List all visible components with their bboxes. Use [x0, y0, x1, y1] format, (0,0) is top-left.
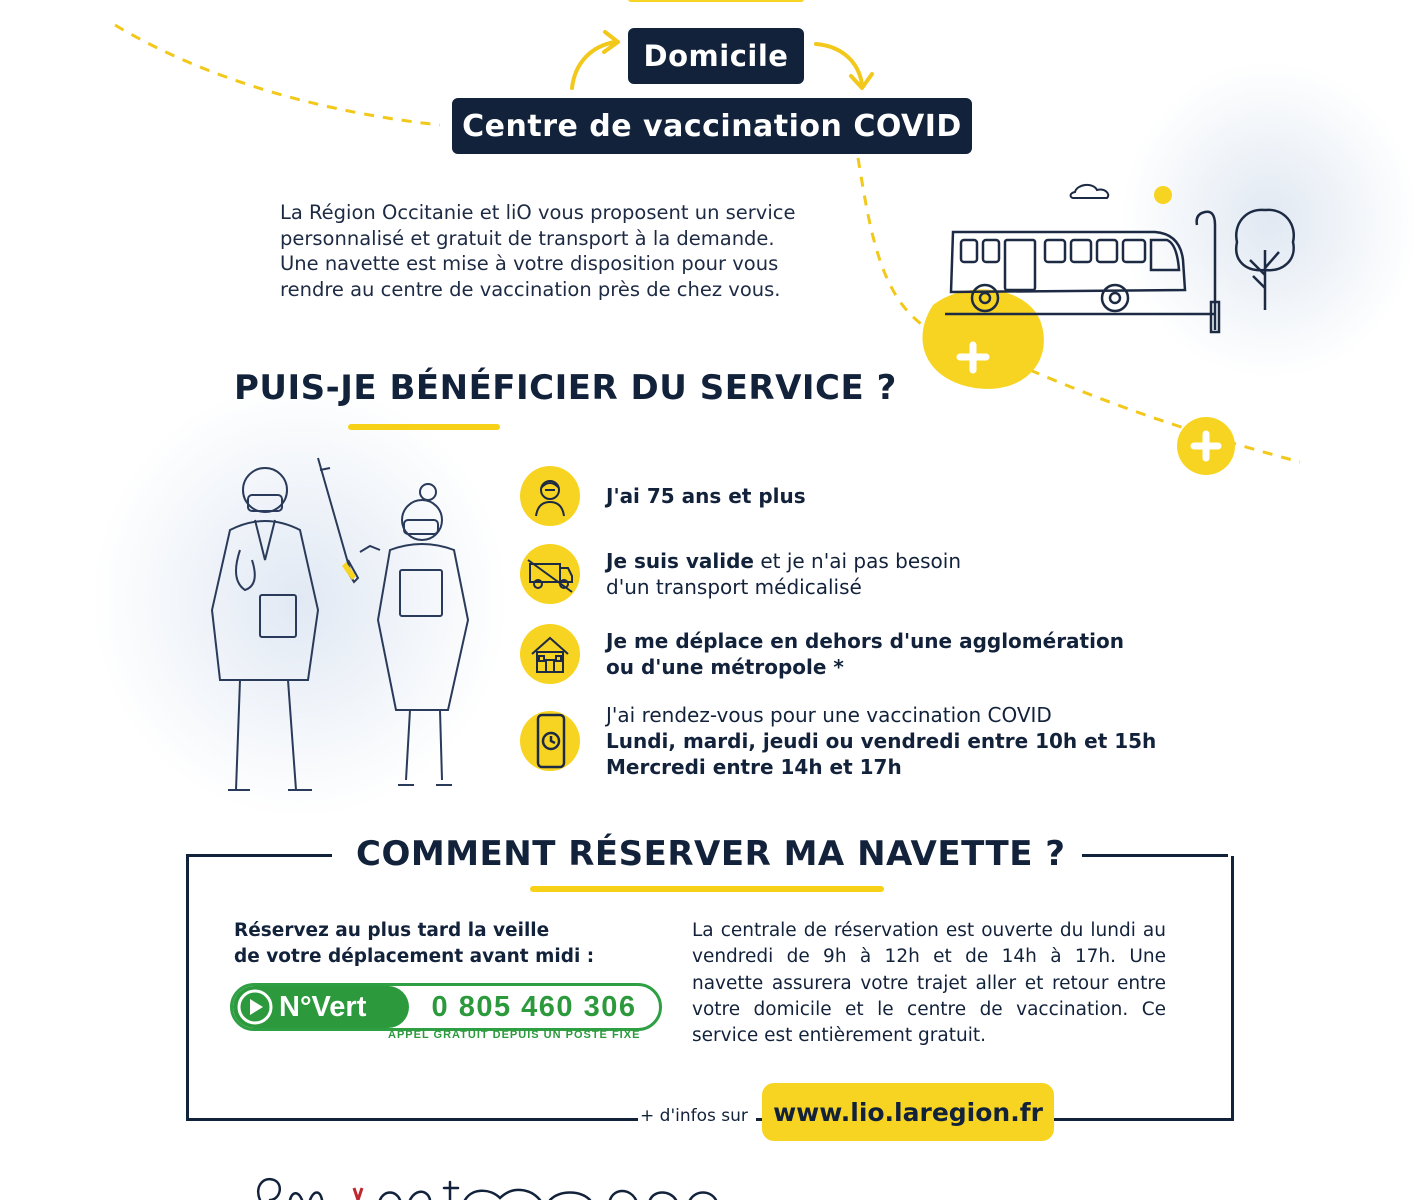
play-icon — [237, 989, 273, 1025]
ambulance-crossed-icon — [520, 544, 580, 604]
deadline-line: de votre déplacement avant midi : — [234, 946, 595, 967]
criterion-valid-rest: et je n'ai pas besoin — [753, 549, 962, 573]
criterion-days: Lundi, mardi, jeudi ou vendredi entre 10… — [606, 729, 1157, 753]
box-top-line — [1082, 854, 1228, 857]
booking-info: La centrale de réservation est ouverte d… — [692, 920, 1166, 1047]
phone-number-badge[interactable]: N°Vert 0 805 460 306 — [230, 983, 662, 1031]
title-underline — [348, 424, 500, 430]
criterion-row: J'ai 75 ans et plus — [520, 466, 1160, 526]
criterion-row: Je suis valide et je n'ai pas besoin d'u… — [520, 544, 1160, 604]
eligibility-title: PUIS-JE BÉNÉFICIER DU SERVICE ? — [234, 368, 897, 408]
criterion-valid-bold: Je suis valide — [606, 549, 754, 573]
title-underline — [530, 886, 884, 892]
criterion-row: J'ai rendez-vous pour une vaccination CO… — [520, 702, 1160, 780]
criterion-appointment: J'ai rendez-vous pour une vaccination CO… — [606, 703, 1052, 727]
criterion-valid-line2: d'un transport médicalisé — [606, 575, 862, 599]
doctors-illustration — [210, 457, 470, 791]
criterion-wednesday: Mercredi entre 14h et 17h — [606, 755, 902, 779]
tag-vaccination-center: Centre de vaccination COVID — [452, 98, 972, 154]
phone-clock-icon — [520, 711, 580, 771]
more-info-label: + d'infos sur — [638, 1106, 756, 1126]
bus-illustration — [922, 184, 1296, 389]
watercolor-wash — [90, 380, 510, 820]
intro-text: La Région Occitanie et liO vous proposen… — [280, 200, 840, 302]
intro-line: Une navette est mise à votre disposition… — [280, 252, 779, 275]
criterion-age: J'ai 75 ans et plus — [606, 484, 806, 508]
criterion-row: Je me déplace en dehors d'une agglomérat… — [520, 624, 1160, 684]
deadline-line: Réservez au plus tard la veille — [234, 920, 550, 941]
intro-line: La Région Occitanie et liO vous proposen… — [280, 201, 796, 224]
phone-number[interactable]: 0 805 460 306 — [431, 990, 637, 1023]
plus-icon — [1177, 417, 1235, 475]
booking-deadline: Réservez au plus tard la veille de votre… — [234, 918, 634, 970]
intro-line: personnalisé et gratuit de transport à l… — [280, 226, 775, 250]
criterion-location: Je me déplace en dehors d'une agglomérat… — [606, 629, 1124, 653]
booking-title: COMMENT RÉSERVER MA NAVETTE ? — [356, 834, 1066, 874]
website-link[interactable]: www.lio.laregion.fr — [762, 1083, 1054, 1141]
watercolor-wash — [1120, 60, 1414, 380]
house-icon — [520, 624, 580, 684]
elderly-person-icon — [520, 466, 580, 526]
tag-home: Domicile — [628, 28, 804, 84]
handwritten-slogan — [257, 1177, 718, 1200]
box-top-line — [186, 854, 332, 857]
phone-label: N°Vert — [279, 990, 367, 1023]
criterion-location-line2: ou d'une métropole * — [606, 655, 844, 679]
phone-subtitle: APPEL GRATUIT DEPUIS UN POSTE FIXE — [388, 1029, 641, 1041]
intro-line: rendre au centre de vaccination près de … — [280, 277, 781, 301]
